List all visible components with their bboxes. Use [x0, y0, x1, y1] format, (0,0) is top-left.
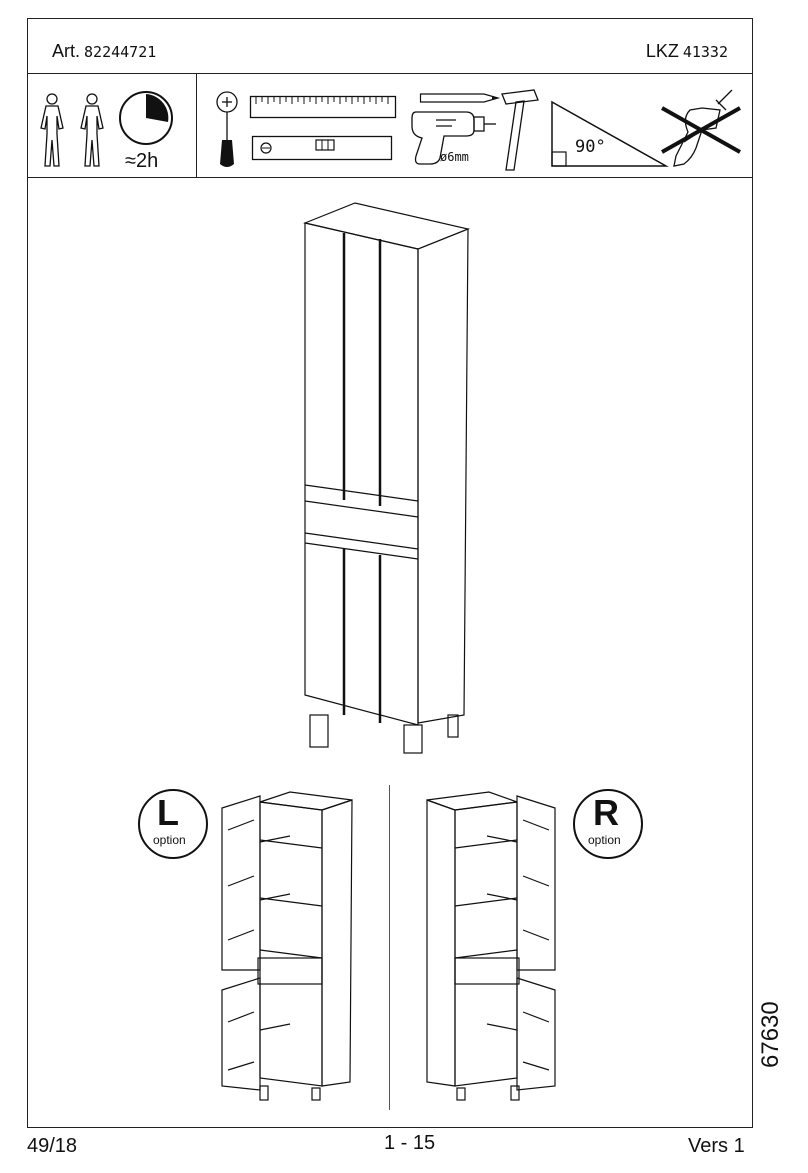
- spirit-level-icon: [251, 135, 393, 161]
- side-code: 67630: [757, 1001, 784, 1068]
- tools-separator: [196, 73, 197, 177]
- left-option-badge: [138, 789, 208, 859]
- article-label: Art.: [52, 41, 81, 61]
- no-power-drill-icon: [661, 89, 741, 167]
- article-field: Art.82244721: [52, 41, 156, 62]
- lkz-label: LKZ: [645, 41, 679, 61]
- clock-icon: [119, 91, 173, 145]
- cabinet-right-open-drawing: [426, 791, 556, 1101]
- left-option-word: option: [153, 833, 186, 847]
- drill-icon: [411, 111, 496, 165]
- two-persons-icon: [40, 93, 104, 167]
- header-divider: [28, 73, 752, 74]
- option-divider: [389, 785, 390, 1110]
- right-option-letter: R: [593, 792, 619, 833]
- pencil-icon: [419, 93, 501, 103]
- lkz-number: 41332: [682, 43, 728, 61]
- footer-version: Vers 1: [688, 1135, 745, 1157]
- ruler-icon: [249, 95, 397, 119]
- right-option-badge: [573, 789, 643, 859]
- screwdriver-icon: [216, 91, 238, 167]
- time-estimate: ≈2h: [125, 150, 159, 172]
- set-square-icon: [551, 100, 669, 167]
- tools-divider: [28, 177, 752, 178]
- cabinet-closed-drawing: [302, 202, 471, 754]
- article-number: 82244721: [84, 43, 157, 61]
- drill-size-label: ø6mm: [440, 150, 469, 164]
- footer-date: 49/18: [27, 1135, 78, 1157]
- left-option-letter: L: [157, 792, 179, 833]
- hammer-icon: [501, 89, 539, 171]
- right-option-word: option: [588, 833, 621, 847]
- cabinet-left-open-drawing: [221, 791, 353, 1101]
- angle-label: 90°: [575, 137, 606, 157]
- footer-page-range: 1 - 15: [384, 1132, 436, 1154]
